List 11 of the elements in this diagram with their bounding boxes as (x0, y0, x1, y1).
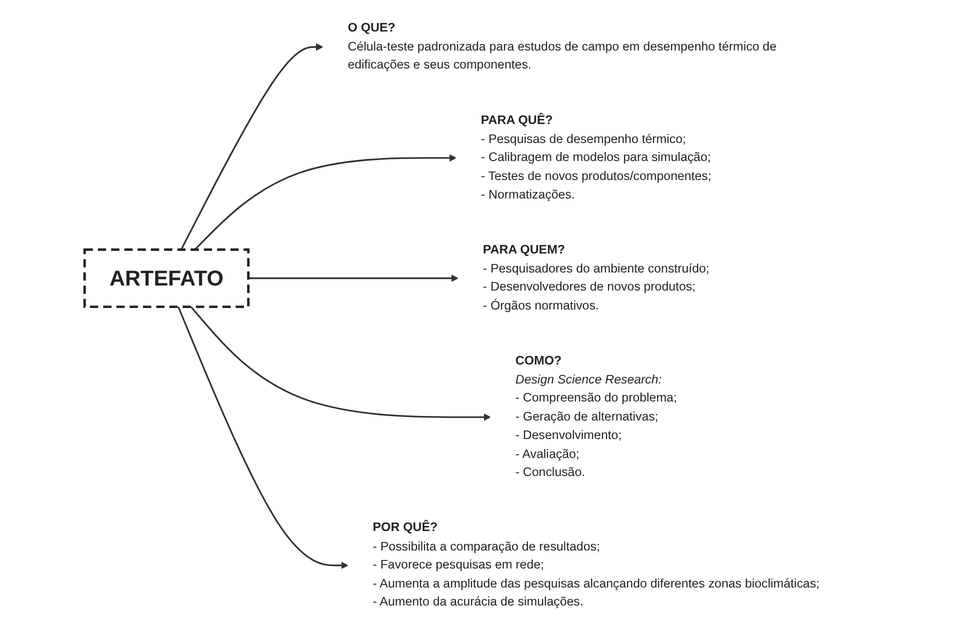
node-box: ARTEFATO (83, 248, 250, 308)
node-text: PARA QUEM? - Pesquisadores do ambiente construído; - Desenvolvedores de novos produtos; - Órgãos normativos. (482, 242, 710, 313)
arrow (194, 154, 456, 250)
node-text: PARA QUÊ? - Pesquisas de desempenho térmico; - Calibragem de modelos para simulação; - Testes de novos produtos/componentes; - Normatizações. (480, 113, 712, 202)
arrow (180, 43, 324, 250)
node-text: COMO? Design Science Research: - Compreensão do problema; - Geração de alternativas; - Desenvolvimento; - Avaliação; - Conclusão. (515, 354, 677, 480)
node-text: O QUE? Célula-teste padronizada para estudos de campo em desempenho térmico de edificações e seus componentes. (348, 20, 776, 72)
node-text: POR QUÊ? - Possibilita a comparação de resultados; - Favorece pesquisas em rede; - Aumenta a amplitude das pesquisas alcançando diferentes zonas bioclimáticas; - Aumento da acurácia de simulações. (372, 520, 820, 610)
arrow (248, 274, 458, 282)
arrow (178, 306, 348, 570)
arrow (190, 306, 491, 421)
